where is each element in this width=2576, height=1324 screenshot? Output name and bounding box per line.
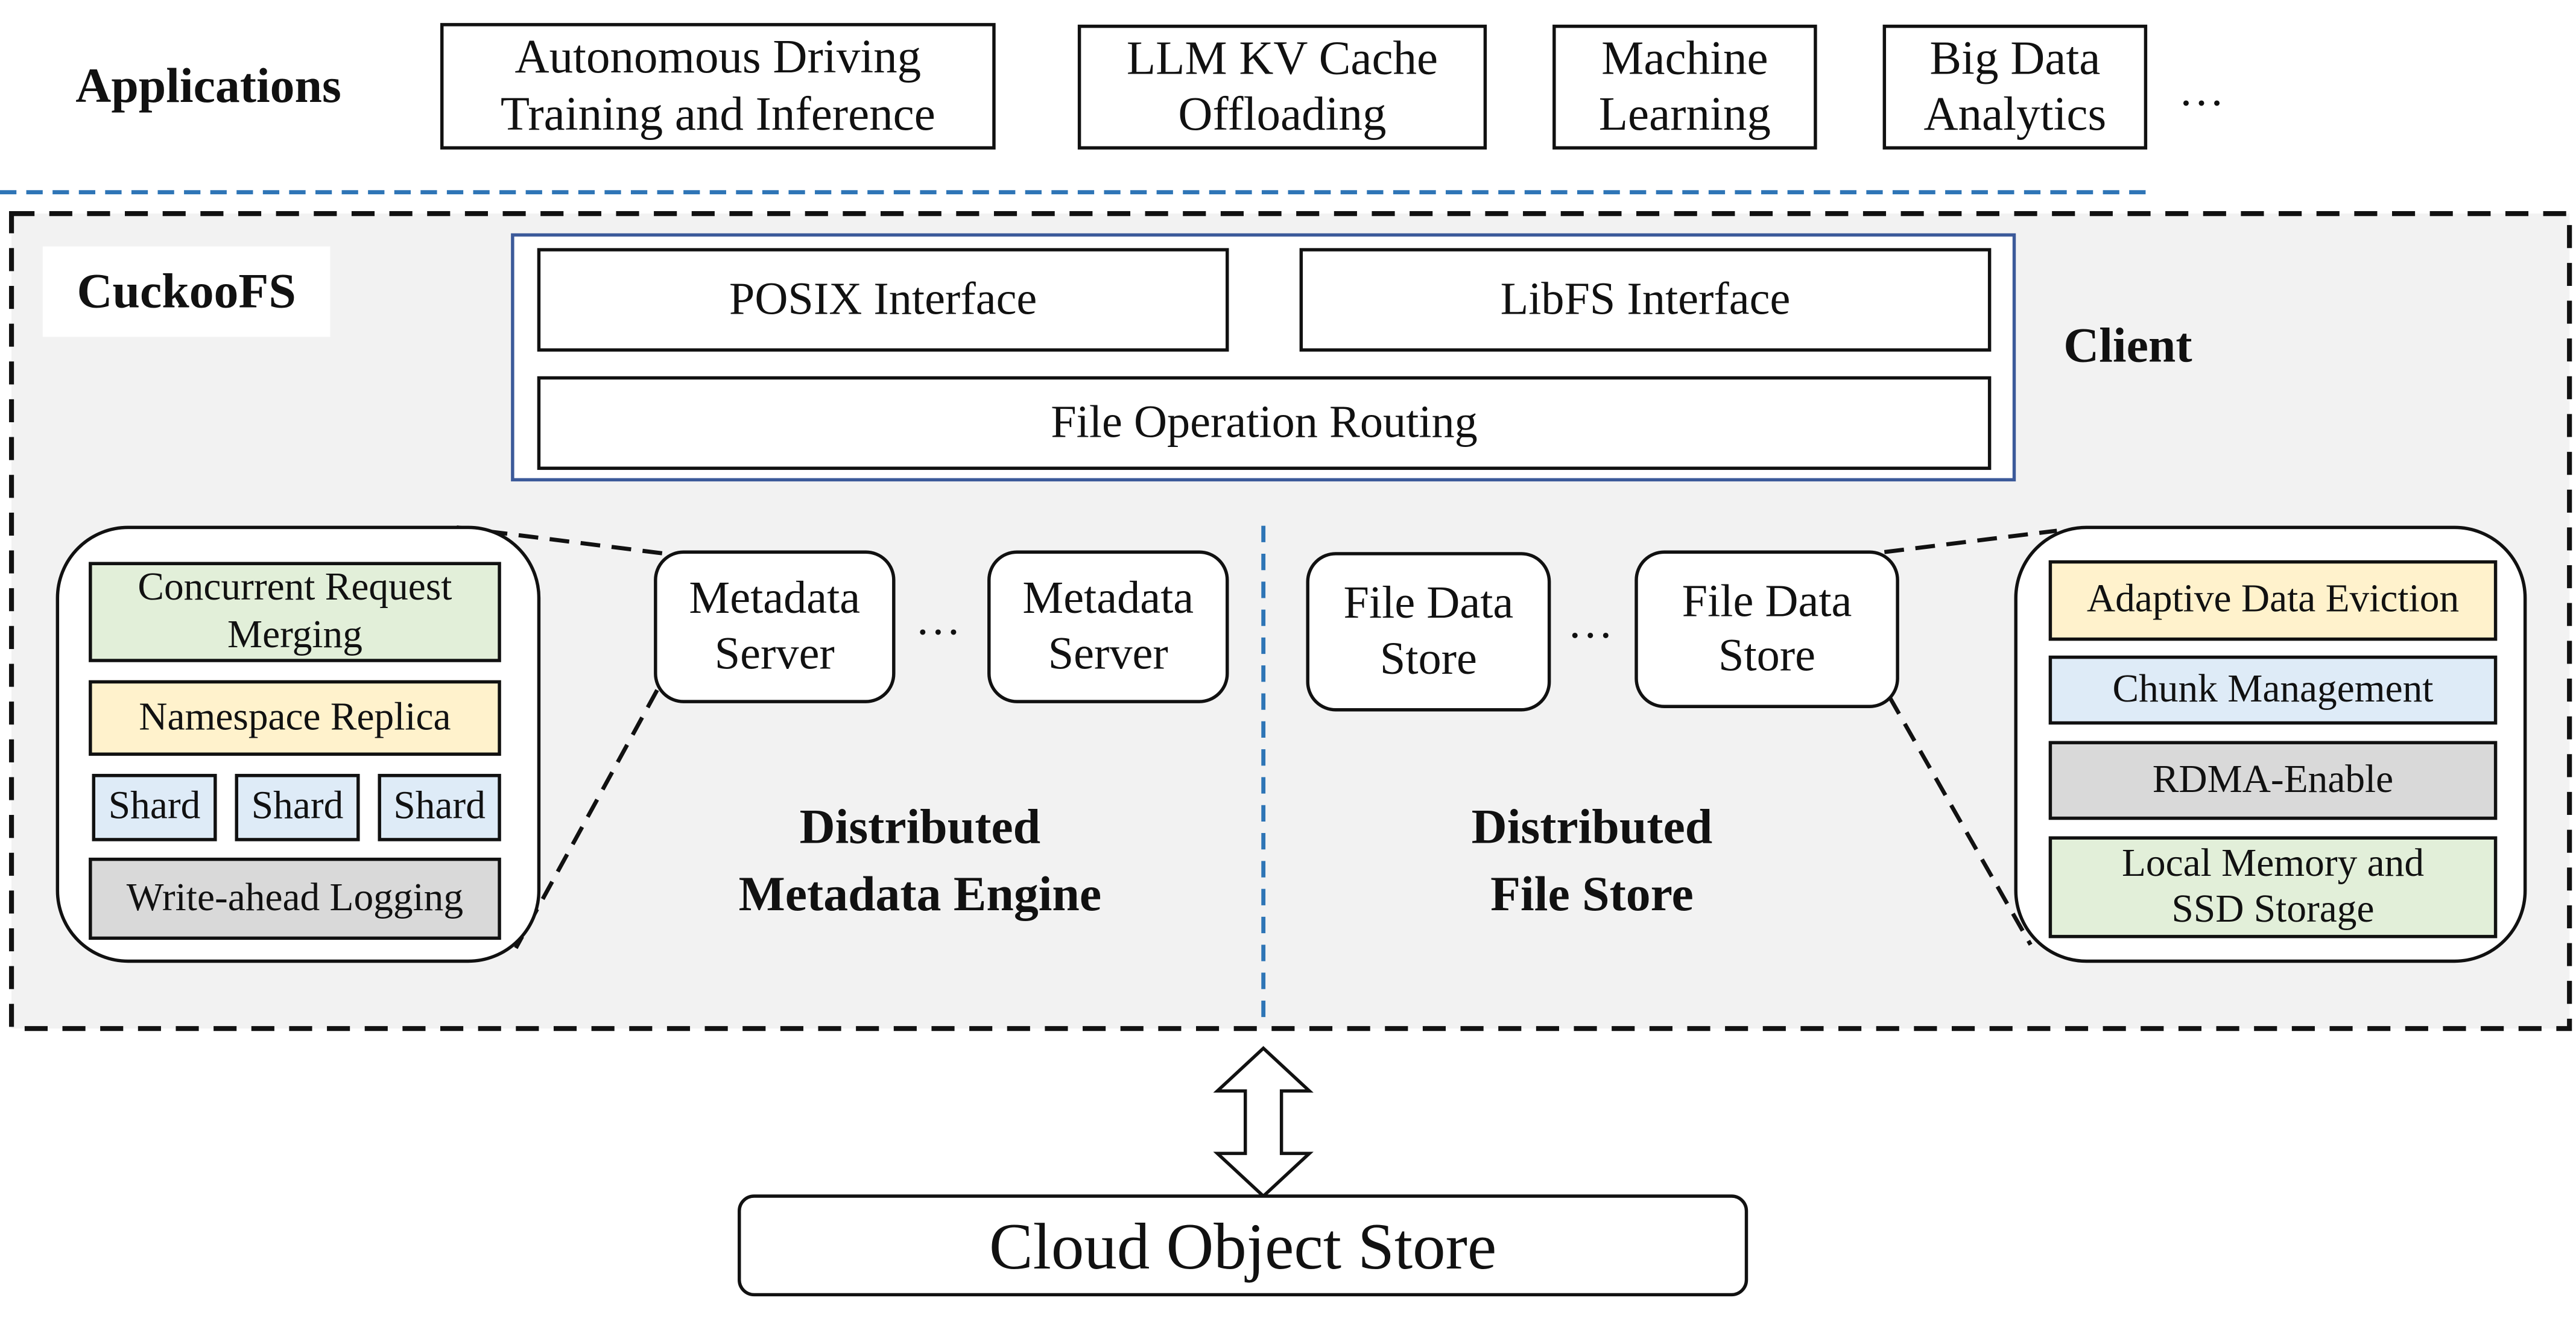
local-memory-ssd-storage: Local Memory and SSD Storage — [2048, 836, 2498, 939]
file-data-store-n: File Data Store — [1635, 550, 1899, 709]
metadata-engine-title: Distributed Metadata Engine — [738, 800, 1102, 921]
app-autonomous-driving: Autonomous Driving Training and Inferenc… — [440, 23, 996, 150]
shard-1: Shard — [92, 773, 217, 841]
metadata-server-1: Metadata Server — [654, 550, 896, 703]
cuckoofs-label: CuckooFS — [42, 246, 331, 337]
metadata-server-more-ellipsis: … — [915, 595, 961, 646]
posix-interface: POSIX Interface — [537, 248, 1229, 352]
metadata-server-n: Metadata Server — [987, 550, 1229, 703]
rdma-enable: RDMA-Enable — [2048, 741, 2498, 820]
cloud-object-store: Cloud Object Store — [738, 1194, 1748, 1297]
namespace-replica: Namespace Replica — [89, 680, 501, 756]
shard-3: Shard — [378, 773, 501, 841]
adaptive-data-eviction: Adaptive Data Eviction — [2048, 560, 2498, 641]
file-data-store-more-ellipsis: … — [1567, 598, 1613, 649]
applications-more-ellipsis: … — [2178, 65, 2225, 117]
right-zoom-line-bottom — [1887, 695, 2033, 946]
chunk-management: Chunk Management — [2048, 655, 2498, 725]
write-ahead-logging: Write-ahead Logging — [89, 857, 501, 940]
concurrent-request-merging: Concurrent Request Merging — [89, 562, 501, 662]
applications-label: Applications — [75, 59, 341, 113]
file-store-title: Distributed File Store — [1471, 800, 1713, 921]
app-llm-kv-cache: LLM KV Cache Offloading — [1077, 24, 1487, 150]
client-label: Client — [2063, 318, 2192, 373]
libfs-interface: LibFS Interface — [1299, 248, 1992, 352]
file-operation-routing: File Operation Routing — [537, 376, 1992, 470]
shard-2: Shard — [235, 773, 360, 841]
file-data-store-1: File Data Store — [1306, 552, 1551, 712]
left-zoom-line-bottom — [514, 689, 659, 949]
double-arrow — [1213, 1046, 1314, 1199]
app-big-data: Big Data Analytics — [1882, 24, 2148, 150]
app-machine-learning: Machine Learning — [1552, 24, 1817, 150]
